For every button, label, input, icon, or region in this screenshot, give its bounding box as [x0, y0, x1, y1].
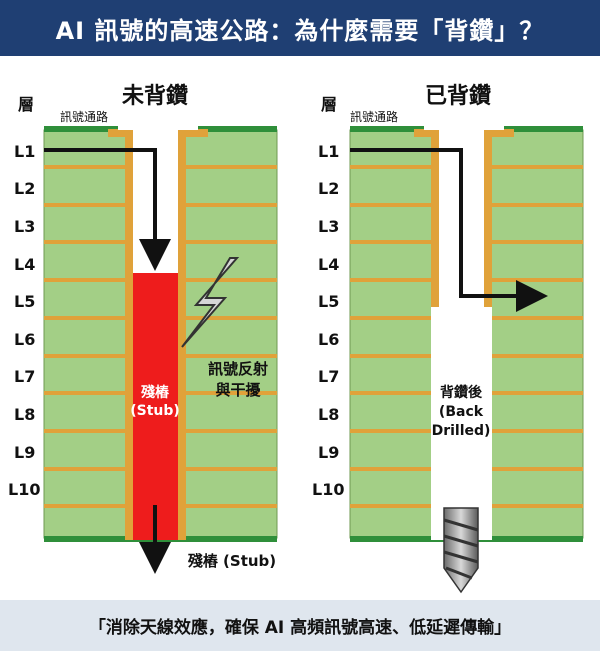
left-layer-l9: L9: [14, 443, 35, 462]
right-via-label: 訊號通路: [350, 109, 398, 124]
right-layer-l6: L6: [318, 330, 339, 349]
stub-region: [133, 273, 178, 540]
left-via-label: 訊號通路: [60, 109, 108, 124]
left-layer-l3: L3: [14, 217, 35, 236]
stub-label-line2: (Stub): [130, 403, 180, 419]
interference-line2: 與干擾: [215, 381, 261, 399]
left-layer-l2: L2: [14, 179, 35, 198]
footer-caption: 「消除天線效應，確保 AI 高頻訊號高速、低延遲傳輸」: [0, 600, 600, 651]
right-board: [349, 126, 584, 542]
right-heading: 已背鑽: [425, 83, 491, 109]
right-layer-l1: L1: [318, 142, 339, 161]
right-layer-l4: L4: [318, 255, 339, 274]
right-layer-l10: L10: [312, 480, 344, 499]
right-signal-arrow: [350, 148, 548, 312]
left-layer-l5: L5: [14, 292, 35, 311]
left-layer-header: 層: [18, 95, 34, 114]
left-layer-l10: L10: [8, 480, 40, 499]
left-heading: 未背鑽: [122, 83, 188, 109]
right-layer-l9: L9: [318, 443, 339, 462]
left-layer-l8: L8: [14, 405, 35, 424]
interference-line1: 訊號反射: [208, 360, 268, 378]
lightning-icon: [181, 257, 240, 348]
backdrill-diagram: 未背鑽 層 訊號通路 L1 L2 L3 L4 L5 L6: [8, 83, 584, 594]
right-layer-l8: L8: [318, 405, 339, 424]
back-label-line2: (Back: [439, 404, 484, 420]
right-layer-l5: L5: [318, 292, 339, 311]
bottom-stub-label: 殘樁 (Stub): [188, 552, 276, 570]
back-label-line1: 背鑽後: [440, 384, 483, 401]
drill-bit-icon: [443, 507, 479, 594]
page-title: AI 訊號的高速公路：為什麼需要「背鑽」？: [0, 0, 600, 56]
stub-label-line1: 殘樁: [141, 384, 170, 401]
right-layer-l2: L2: [318, 179, 339, 198]
left-layer-l6: L6: [14, 330, 35, 349]
left-layer-l4: L4: [14, 255, 35, 274]
back-label-line3: Drilled): [432, 423, 491, 439]
left-layer-l1: L1: [14, 142, 35, 161]
left-layer-l7: L7: [14, 367, 35, 386]
left-board: [43, 126, 278, 542]
right-layer-l3: L3: [318, 217, 339, 236]
left-signal-arrow: [44, 148, 171, 271]
right-layer-header: 層: [321, 95, 337, 114]
right-layer-l7: L7: [318, 367, 339, 386]
